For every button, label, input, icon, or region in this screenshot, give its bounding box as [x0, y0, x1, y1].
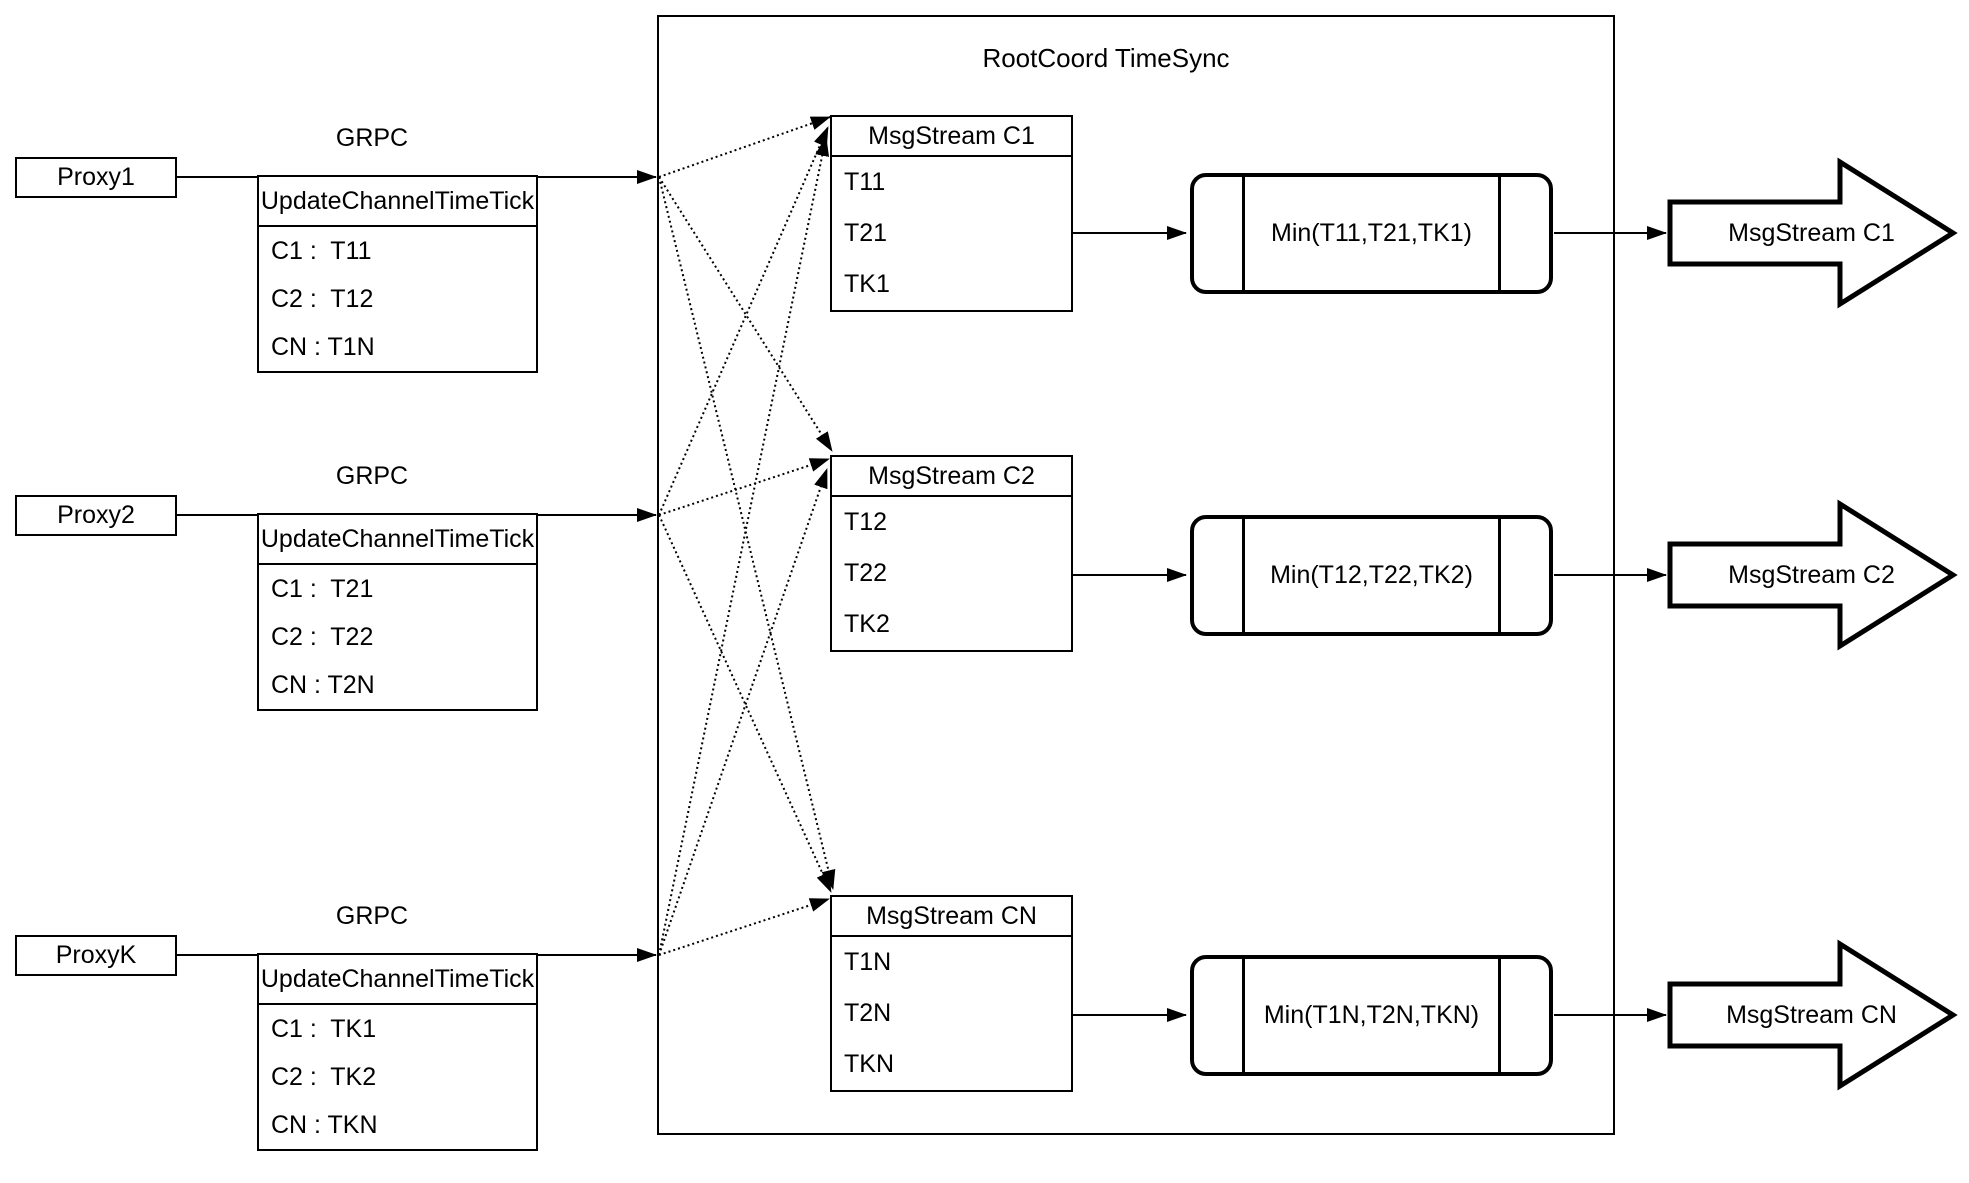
- tick-row: TK1: [844, 270, 890, 298]
- output-arrow-label-c2: MsgStream C2: [1728, 560, 1895, 589]
- timetick-row: C1 : T11: [271, 236, 372, 265]
- dotted-connector-proxy2-cn: [658, 514, 832, 893]
- tick-row: T11: [844, 168, 886, 196]
- dotted-connector-proxy1-c1: [658, 116, 831, 178]
- timetick-row: CN : TKN: [271, 1110, 378, 1139]
- proxy2-grpc-label: GRPC: [335, 462, 409, 490]
- tick-row: T12: [844, 508, 888, 536]
- min-box-left-divider: [1242, 958, 1245, 1073]
- min-box-right-divider: [1498, 958, 1501, 1073]
- msgstream-cn-buffer-table: MsgStream CN T1N T2N TKN: [830, 895, 1073, 1092]
- proxy1-box: Proxy1: [15, 157, 177, 198]
- min-box-c1: Min(T11,T21,TK1): [1190, 173, 1553, 294]
- tick-row: T2N: [844, 999, 892, 1027]
- min-box-label: Min(T1N,T2N,TKN): [1263, 1001, 1480, 1029]
- dotted-connector-proxyk-c2: [658, 468, 828, 956]
- timetick-table-header: UpdateChannelTimeTick: [259, 177, 536, 227]
- proxyk-grpc-label: GRPC: [335, 902, 409, 930]
- min-box-label: Min(T12,T22,TK2): [1270, 561, 1473, 589]
- min-box-right-divider: [1498, 176, 1501, 291]
- output-arrow-label-cn: MsgStream CN: [1726, 1000, 1897, 1029]
- dotted-connector-proxy1-c2: [658, 176, 833, 452]
- msgstream-buffer-header: MsgStream C1: [832, 117, 1071, 157]
- proxy2-timetick-table: UpdateChannelTimeTick C1 : T21 C2 : T22 …: [257, 513, 538, 711]
- tick-row: T22: [844, 559, 888, 587]
- timetick-row: C2 : T12: [271, 284, 374, 313]
- rootcoord-timesync-container: [657, 15, 1615, 1135]
- min-box-left-divider: [1242, 176, 1245, 291]
- output-block-arrow-c2: [1667, 499, 1958, 651]
- dotted-connector-proxy2-c1: [658, 126, 829, 516]
- timetick-table-header: UpdateChannelTimeTick: [259, 955, 536, 1005]
- timetick-row: C2 : T22: [271, 622, 374, 651]
- proxyk-timetick-table: UpdateChannelTimeTick C1 : TK1 C2 : TK2 …: [257, 953, 538, 1151]
- proxy1-timetick-table: UpdateChannelTimeTick C1 : T11 C2 : T12 …: [257, 175, 538, 373]
- timetick-row: CN : T2N: [271, 670, 375, 699]
- timetick-row: C1 : T21: [271, 574, 374, 603]
- tick-row: T21: [844, 219, 888, 247]
- msgstream-buffer-header: MsgStream C2: [832, 457, 1071, 497]
- tick-row: TKN: [844, 1050, 894, 1078]
- timetick-row: CN : T1N: [271, 332, 375, 361]
- output-arrow-label-c1: MsgStream C1: [1728, 218, 1895, 247]
- timetick-row: C2 : TK2: [271, 1062, 377, 1091]
- min-box-right-divider: [1498, 518, 1501, 633]
- min-box-left-divider: [1242, 518, 1245, 633]
- msgstream-c1-buffer-table: MsgStream C1 T11 T21 TK1: [830, 115, 1073, 312]
- min-box-c2: Min(T12,T22,TK2): [1190, 515, 1553, 636]
- proxy2-box: Proxy2: [15, 495, 177, 536]
- rootcoord-timesync-title: RootCoord TimeSync: [982, 43, 1230, 73]
- output-block-arrow-cn: [1667, 939, 1958, 1091]
- min-box-label: Min(T11,T21,TK1): [1271, 219, 1472, 247]
- proxyk-box: ProxyK: [15, 935, 177, 976]
- dotted-connector-proxyk-c1: [658, 136, 830, 956]
- tick-row: T1N: [844, 948, 892, 976]
- output-block-arrow-c1: [1667, 157, 1958, 309]
- tick-row: TK2: [844, 610, 890, 638]
- timetick-row: C1 : TK1: [271, 1014, 377, 1043]
- timetick-table-header: UpdateChannelTimeTick: [259, 515, 536, 565]
- msgstream-c2-buffer-table: MsgStream C2 T12 T22 TK2: [830, 455, 1073, 652]
- proxy1-grpc-label: GRPC: [335, 124, 409, 152]
- min-box-cn: Min(T1N,T2N,TKN): [1190, 955, 1553, 1076]
- msgstream-buffer-header: MsgStream CN: [832, 897, 1071, 937]
